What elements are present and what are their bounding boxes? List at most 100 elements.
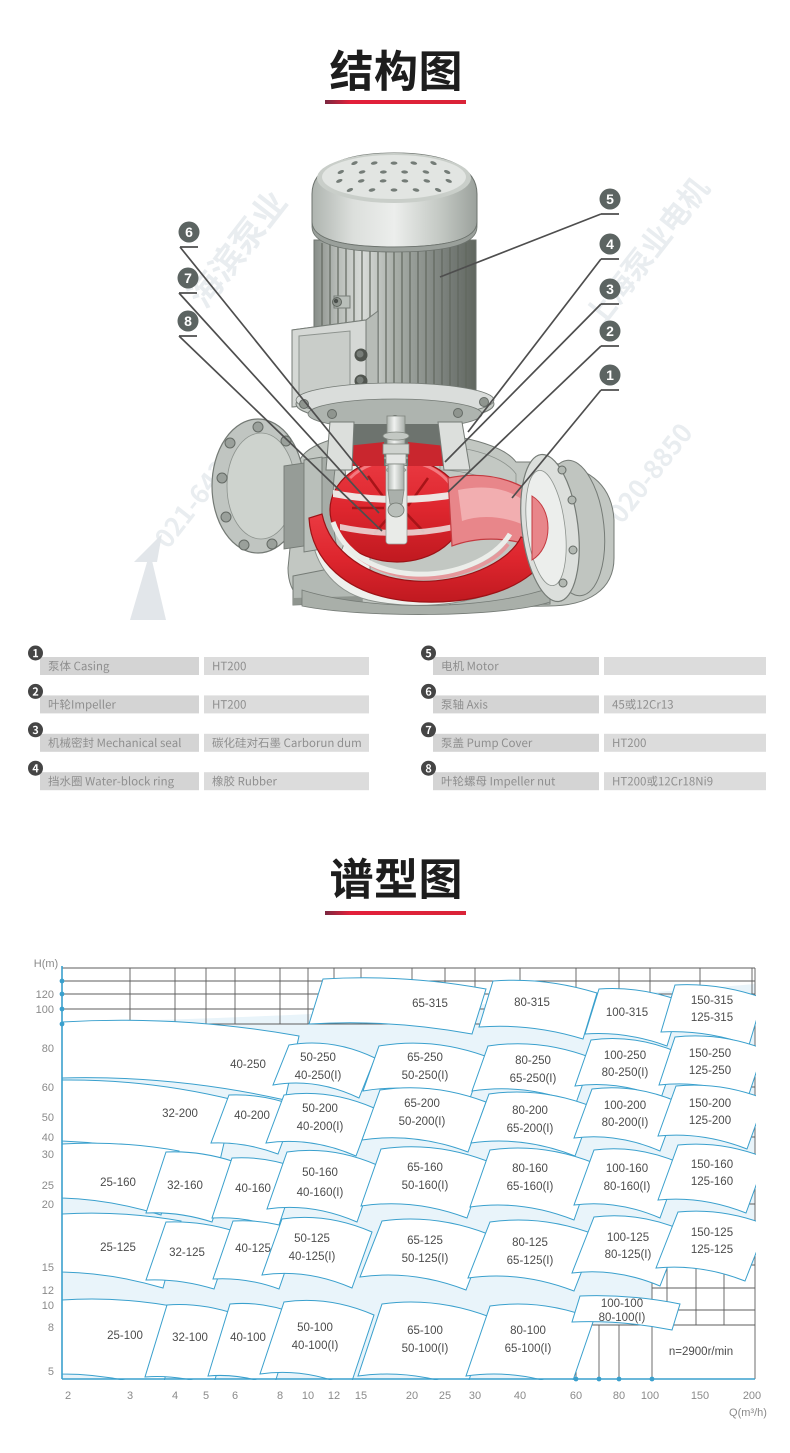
svg-text:50-160(I): 50-160(I) bbox=[402, 1180, 449, 1192]
svg-text:25-125: 25-125 bbox=[100, 1242, 136, 1254]
svg-text:80-160(I): 80-160(I) bbox=[604, 1181, 651, 1193]
svg-text:32-100: 32-100 bbox=[172, 1332, 208, 1344]
svg-text:60: 60 bbox=[570, 1390, 582, 1402]
svg-text:150-160: 150-160 bbox=[691, 1159, 733, 1171]
svg-text:32-160: 32-160 bbox=[167, 1180, 203, 1192]
svg-text:4: 4 bbox=[606, 236, 614, 252]
svg-text:125-250: 125-250 bbox=[689, 1065, 731, 1077]
svg-text:8: 8 bbox=[184, 313, 192, 329]
svg-text:80-100(I): 80-100(I) bbox=[599, 1312, 646, 1324]
svg-text:32-200: 32-200 bbox=[162, 1108, 198, 1120]
svg-text:7: 7 bbox=[184, 270, 192, 286]
svg-text:40-125: 40-125 bbox=[235, 1243, 271, 1255]
svg-text:2: 2 bbox=[65, 1390, 71, 1402]
svg-text:65-100: 65-100 bbox=[407, 1325, 443, 1337]
svg-text:25-160: 25-160 bbox=[100, 1177, 136, 1189]
svg-text:65-200: 65-200 bbox=[404, 1098, 440, 1110]
svg-text:65-200(I): 65-200(I) bbox=[507, 1123, 554, 1135]
svg-text:10: 10 bbox=[42, 1300, 54, 1312]
svg-text:80-100: 80-100 bbox=[510, 1325, 546, 1337]
svg-text:5: 5 bbox=[606, 191, 614, 207]
svg-text:80-250(I): 80-250(I) bbox=[602, 1067, 649, 1079]
svg-text:4: 4 bbox=[172, 1390, 178, 1402]
svg-text:200: 200 bbox=[743, 1390, 761, 1402]
svg-text:6: 6 bbox=[185, 224, 193, 240]
svg-text:100-315: 100-315 bbox=[606, 1007, 648, 1019]
svg-text:80-125: 80-125 bbox=[512, 1237, 548, 1249]
svg-text:3: 3 bbox=[127, 1390, 133, 1402]
svg-text:50-160: 50-160 bbox=[302, 1167, 338, 1179]
svg-text:12: 12 bbox=[42, 1285, 54, 1297]
svg-text:80-125(I): 80-125(I) bbox=[605, 1249, 652, 1261]
svg-text:100-125: 100-125 bbox=[607, 1232, 649, 1244]
svg-text:40-160: 40-160 bbox=[235, 1183, 271, 1195]
svg-text:65-160(I): 65-160(I) bbox=[507, 1181, 554, 1193]
svg-text:15: 15 bbox=[355, 1390, 367, 1402]
svg-text:8: 8 bbox=[277, 1390, 283, 1402]
svg-text:5: 5 bbox=[48, 1366, 54, 1378]
svg-text:100: 100 bbox=[36, 1004, 54, 1016]
svg-text:100-100: 100-100 bbox=[601, 1298, 643, 1310]
svg-text:125-125: 125-125 bbox=[691, 1244, 733, 1256]
svg-text:100-200: 100-200 bbox=[604, 1100, 646, 1112]
svg-text:125-315: 125-315 bbox=[691, 1012, 733, 1024]
svg-text:40: 40 bbox=[514, 1390, 526, 1402]
svg-text:40-100: 40-100 bbox=[230, 1332, 266, 1344]
svg-text:80-250: 80-250 bbox=[515, 1055, 551, 1067]
svg-text:50-125(I): 50-125(I) bbox=[402, 1253, 449, 1265]
svg-text:12: 12 bbox=[328, 1390, 340, 1402]
svg-text:40-160(I): 40-160(I) bbox=[297, 1187, 344, 1199]
svg-text:40-200: 40-200 bbox=[234, 1110, 270, 1122]
svg-text:80-200: 80-200 bbox=[512, 1105, 548, 1117]
svg-text:5: 5 bbox=[203, 1390, 209, 1402]
svg-text:3: 3 bbox=[606, 281, 614, 297]
svg-text:50: 50 bbox=[42, 1112, 54, 1124]
svg-text:n=2900r/min: n=2900r/min bbox=[669, 1346, 733, 1358]
svg-text:25: 25 bbox=[42, 1180, 54, 1192]
svg-text:120: 120 bbox=[36, 989, 54, 1001]
svg-text:25-100: 25-100 bbox=[107, 1330, 143, 1342]
svg-text:8: 8 bbox=[48, 1322, 54, 1334]
svg-text:2: 2 bbox=[606, 323, 614, 339]
svg-text:30: 30 bbox=[42, 1149, 54, 1161]
svg-text:150-200: 150-200 bbox=[689, 1098, 731, 1110]
svg-text:65-250: 65-250 bbox=[407, 1052, 443, 1064]
svg-text:32-125: 32-125 bbox=[169, 1247, 205, 1259]
svg-text:50-100: 50-100 bbox=[297, 1322, 333, 1334]
svg-text:80-200(I): 80-200(I) bbox=[602, 1117, 649, 1129]
svg-text:1: 1 bbox=[606, 367, 614, 383]
svg-text:100-160: 100-160 bbox=[606, 1163, 648, 1175]
svg-text:Q(m³/h): Q(m³/h) bbox=[729, 1407, 767, 1419]
svg-text:125-160: 125-160 bbox=[691, 1176, 733, 1188]
svg-text:40-125(I): 40-125(I) bbox=[289, 1251, 336, 1263]
svg-text:80: 80 bbox=[42, 1043, 54, 1055]
svg-text:50-250: 50-250 bbox=[300, 1052, 336, 1064]
svg-text:150-125: 150-125 bbox=[691, 1227, 733, 1239]
svg-text:65-125: 65-125 bbox=[407, 1235, 443, 1247]
svg-text:25: 25 bbox=[439, 1390, 451, 1402]
svg-text:15: 15 bbox=[42, 1262, 54, 1274]
svg-text:150-250: 150-250 bbox=[689, 1048, 731, 1060]
svg-text:60: 60 bbox=[42, 1082, 54, 1094]
svg-text:65-160: 65-160 bbox=[407, 1162, 443, 1174]
svg-text:40: 40 bbox=[42, 1132, 54, 1144]
svg-text:50-200(I): 50-200(I) bbox=[399, 1116, 446, 1128]
svg-text:100: 100 bbox=[641, 1390, 659, 1402]
svg-text:40-250(I): 40-250(I) bbox=[295, 1070, 342, 1082]
svg-text:80-315: 80-315 bbox=[514, 997, 550, 1009]
svg-text:65-315: 65-315 bbox=[412, 998, 448, 1010]
svg-text:40-250: 40-250 bbox=[230, 1059, 266, 1071]
svg-text:10: 10 bbox=[302, 1390, 314, 1402]
svg-text:20: 20 bbox=[406, 1390, 418, 1402]
svg-text:40-100(I): 40-100(I) bbox=[292, 1340, 339, 1352]
svg-text:50-100(I): 50-100(I) bbox=[402, 1343, 449, 1355]
svg-text:H(m): H(m) bbox=[34, 958, 58, 970]
svg-text:65-250(I): 65-250(I) bbox=[510, 1073, 557, 1085]
svg-text:150: 150 bbox=[691, 1390, 709, 1402]
svg-text:40-200(I): 40-200(I) bbox=[297, 1121, 344, 1133]
svg-text:80-160: 80-160 bbox=[512, 1163, 548, 1175]
svg-text:50-125: 50-125 bbox=[294, 1233, 330, 1245]
svg-text:125-200: 125-200 bbox=[689, 1115, 731, 1127]
svg-text:150-315: 150-315 bbox=[691, 995, 733, 1007]
svg-text:80: 80 bbox=[613, 1390, 625, 1402]
